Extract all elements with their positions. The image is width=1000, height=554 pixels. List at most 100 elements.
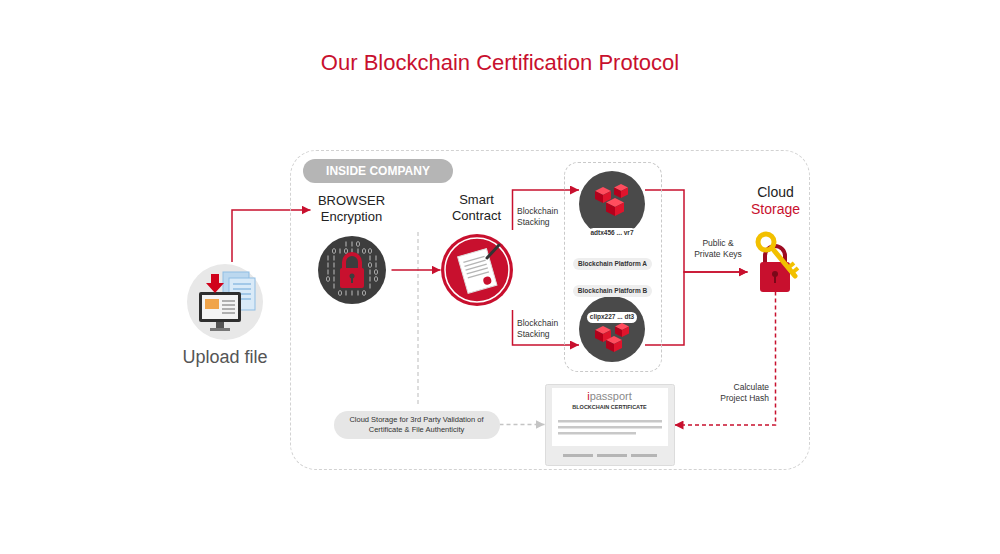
lock-shackle [344,254,360,268]
cube-face [614,340,622,352]
paper-seal [482,275,492,285]
file-line [233,288,251,290]
binary-digit [369,255,370,260]
binary-digit [326,276,329,281]
connector-group [232,190,776,425]
storage-node: Cloud Storage [748,182,804,292]
text-slot: BROWSER Encryption [312,193,392,225]
binary-digit [327,269,328,274]
certificate-card: ipassportBLOCKCHAIN CERTIFICATE [545,384,675,466]
pen [487,245,499,258]
company-region: BROWSER Encryption Smart Contract adtx456 … [290,150,810,470]
binary-digit [368,248,371,253]
connector-arrow [645,272,748,345]
text-slot: BLOCKCHAIN CERTIFICATE [545,404,675,411]
text-slot: Cloud Storage [748,184,804,218]
connector-arrow [675,292,776,426]
binary-digit [345,290,346,295]
key-tooth [788,263,794,268]
binary-digit [369,269,370,274]
binary-digit [374,276,377,281]
logo-text: ipassport [545,390,675,402]
lock-keyhole [351,277,353,283]
smart-contract-node: Smart Contract [441,190,513,310]
cube-face [615,327,622,338]
diagram-title: Our Blockchain Certification Protocol [0,50,1000,76]
binary-digit [339,248,340,253]
icon-ring [445,238,509,302]
edge-label: Blockchain Stacking [517,206,563,227]
monitor-screen [202,295,238,319]
text-slot: Blockchain Platform B [565,279,661,297]
platform-name: Blockchain Platform A [573,258,652,270]
cube-face [595,330,603,342]
file-line [233,283,251,285]
binary-digit [357,248,358,253]
encryption-node: BROWSER Encryption [312,192,392,308]
lock-body [340,268,364,288]
binary-digit [333,283,334,288]
certificate-line [558,426,662,429]
connector-arrow [500,424,545,426]
encryption-icon [312,234,392,306]
screen-line [222,312,235,314]
text-slot: adtx456 ... vr7 [579,221,645,239]
cube-face [595,191,603,203]
node-label: Upload file [170,346,280,368]
blockchain-node: clipx227 ... dt3 [579,296,645,362]
cube-face [606,340,614,352]
binary-digit [333,269,334,274]
binary-digit [369,283,370,288]
screen-line [222,304,235,306]
upload-icon [185,262,265,342]
binary-digit [357,290,358,295]
label-holder: Calculate Project Hash [711,382,769,405]
text-slot: Blockchain Platform A [565,252,661,270]
icon-disc [441,234,513,306]
blockchain-icon [579,296,645,362]
node-label: Cloud Storage for 3rd Party Validation o… [342,415,492,434]
icon-disc [187,264,263,340]
monitor-body [199,292,241,322]
label-holder: Blockchain Stacking [517,206,563,229]
storage-icon [748,218,804,292]
icon-disc [318,236,386,304]
edge-label: Calculate Project Hash [711,382,769,403]
certificate-heading: BLOCKCHAIN CERTIFICATE [545,404,675,411]
cube-face [615,203,624,217]
text-slot: Smart Contract [441,192,513,224]
text-slot: Upload file [170,346,280,368]
text-slot: Cloud Storage for 3rd Party Validation o… [334,411,500,439]
label-holder: Public & Private Keys [690,238,746,261]
certificate-line [558,420,662,423]
edge-label: Public & Private Keys [690,238,746,259]
connector-arrow [645,190,748,272]
binary-digit [368,262,371,267]
certificate-bar [597,454,627,457]
text-slot: clipx227 ... dt3 [579,305,645,323]
binary-digit [344,248,347,253]
connector-arrow [392,269,441,271]
validation-pill: Cloud Storage for 3rd Party Validation o… [334,411,500,439]
cube-face [614,188,621,199]
binary-digit [369,276,370,281]
address-tag: clipx227 ... dt3 [587,312,637,323]
region-tab: INSIDE COMPANY [303,159,453,183]
text-slot: INSIDE COMPANY [303,159,453,183]
binary-digit [374,269,377,274]
label-holder: Blockchain Stacking [517,318,563,341]
certificate-border [545,384,674,465]
binary-digit [332,248,335,253]
screen-line [222,308,235,310]
connector-arrow [232,210,311,262]
certificate-line [558,432,636,435]
binary-digit [351,290,352,295]
binary-digit [345,241,346,246]
connector-arrow [513,190,580,230]
cube-face [621,188,628,199]
binary-digit [351,241,352,246]
binary-digit [333,276,334,281]
binary-digit [338,290,341,295]
monitor-stand [216,322,224,328]
